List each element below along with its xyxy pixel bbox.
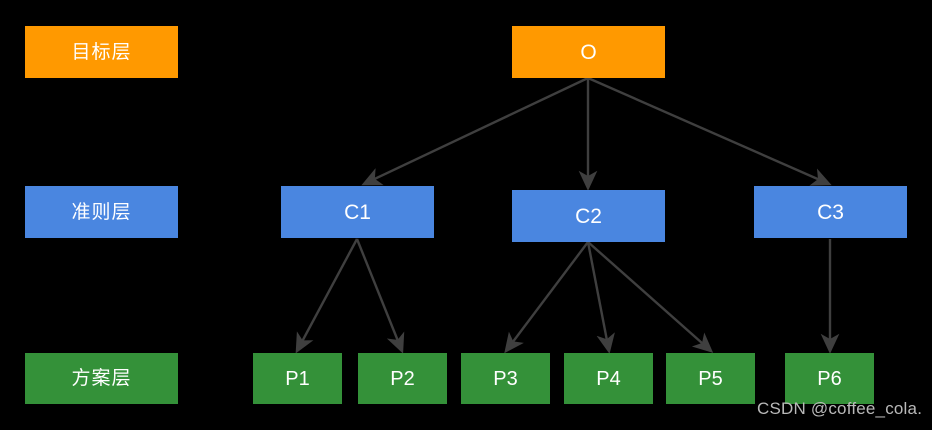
node-alternative-P1-label: P1 [285, 367, 310, 390]
legend-alternative-layer-label: 方案层 [71, 368, 132, 389]
node-criteria-C3[interactable]: C3 [754, 186, 907, 238]
edge-O-C1 [361, 76, 589, 186]
edge-C1-P2 [355, 238, 405, 354]
node-alternative-P5-label: P5 [698, 367, 723, 390]
edge-O-C3 [587, 76, 832, 186]
node-alternative-P4[interactable]: P4 [564, 353, 653, 404]
node-alternative-P2[interactable]: P2 [358, 353, 447, 404]
node-alternative-P1[interactable]: P1 [253, 353, 342, 404]
node-alternative-P4-label: P4 [596, 367, 621, 390]
node-criteria-C1[interactable]: C1 [281, 186, 434, 238]
node-criteria-C3-label: C3 [817, 200, 844, 224]
node-goal-O-label: O [580, 40, 597, 64]
node-goal-O[interactable]: O [512, 26, 665, 78]
node-criteria-C1-label: C1 [344, 200, 371, 224]
legend-goal-layer[interactable]: 目标层 [25, 26, 178, 78]
edge-C2-P3 [504, 241, 589, 354]
node-alternative-P5[interactable]: P5 [666, 353, 755, 404]
edge-C2-P5 [587, 241, 714, 353]
legend-alternative-layer[interactable]: 方案层 [25, 353, 178, 404]
node-criteria-C2-label: C2 [575, 204, 602, 228]
node-criteria-C2[interactable]: C2 [512, 190, 665, 242]
watermark: CSDN @coffee_cola. [757, 399, 923, 418]
legend-criteria-layer[interactable]: 准则层 [25, 186, 178, 238]
legend-goal-layer-label: 目标层 [71, 41, 132, 63]
legend-criteria-layer-label: 准则层 [71, 201, 132, 223]
node-alternative-P6[interactable]: P6 [785, 353, 874, 404]
node-alternative-P3-label: P3 [493, 367, 518, 390]
node-alternative-P2-label: P2 [390, 367, 415, 390]
node-alternative-P6-label: P6 [817, 367, 842, 390]
edge-C1-P1 [295, 238, 359, 354]
edge-C2-P4 [586, 241, 615, 354]
node-alternative-P3[interactable]: P3 [461, 353, 550, 404]
